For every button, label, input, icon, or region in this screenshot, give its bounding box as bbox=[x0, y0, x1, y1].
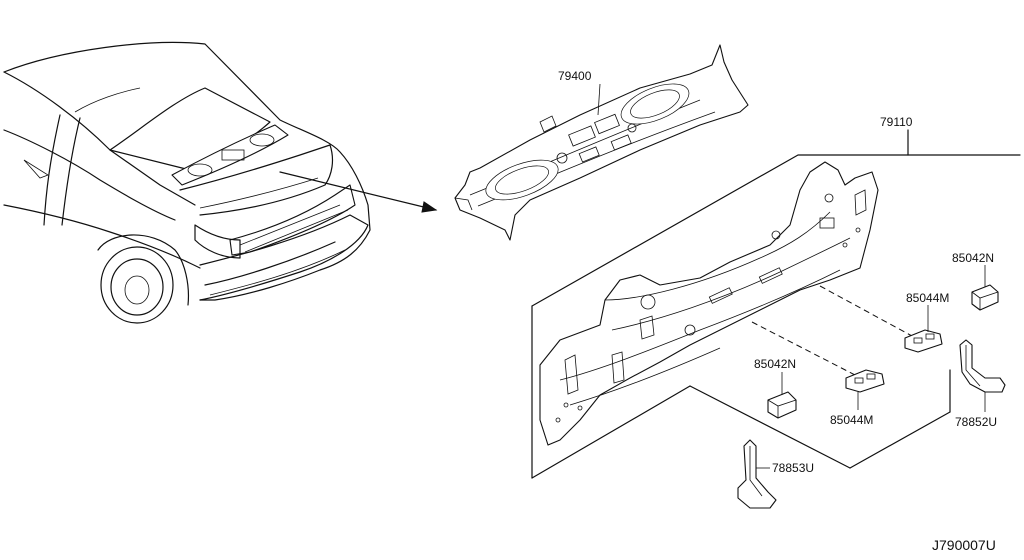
label-85042n-right: 85042N bbox=[952, 251, 994, 265]
label-78852u: 78852U bbox=[955, 415, 997, 429]
label-79400: 79400 bbox=[558, 69, 592, 83]
rear-parcel-shelf-79400 bbox=[454, 44, 749, 241]
label-85042n-left: 85042N bbox=[754, 357, 796, 371]
part-85042n-left bbox=[767, 372, 797, 419]
car-rear-view bbox=[3, 41, 371, 324]
part-78852u bbox=[959, 339, 1006, 412]
callout-arrow bbox=[279, 171, 438, 213]
part-85042n-right bbox=[971, 265, 999, 311]
part-78853u bbox=[737, 439, 777, 509]
part-85044m-left bbox=[845, 369, 885, 410]
label-85044m-left: 85044M bbox=[830, 413, 873, 427]
label-85044m-right: 85044M bbox=[906, 291, 949, 305]
label-78853u: 78853U bbox=[772, 461, 814, 475]
dashed-leader-right bbox=[819, 285, 913, 337]
rear-panel bbox=[539, 161, 879, 446]
diagram-code: J790007U bbox=[932, 537, 996, 553]
leader-79400 bbox=[597, 83, 601, 116]
assembly-outline-79110 bbox=[531, 129, 1021, 479]
part-85044m-right bbox=[904, 305, 943, 353]
label-79110: 79110 bbox=[880, 115, 913, 129]
